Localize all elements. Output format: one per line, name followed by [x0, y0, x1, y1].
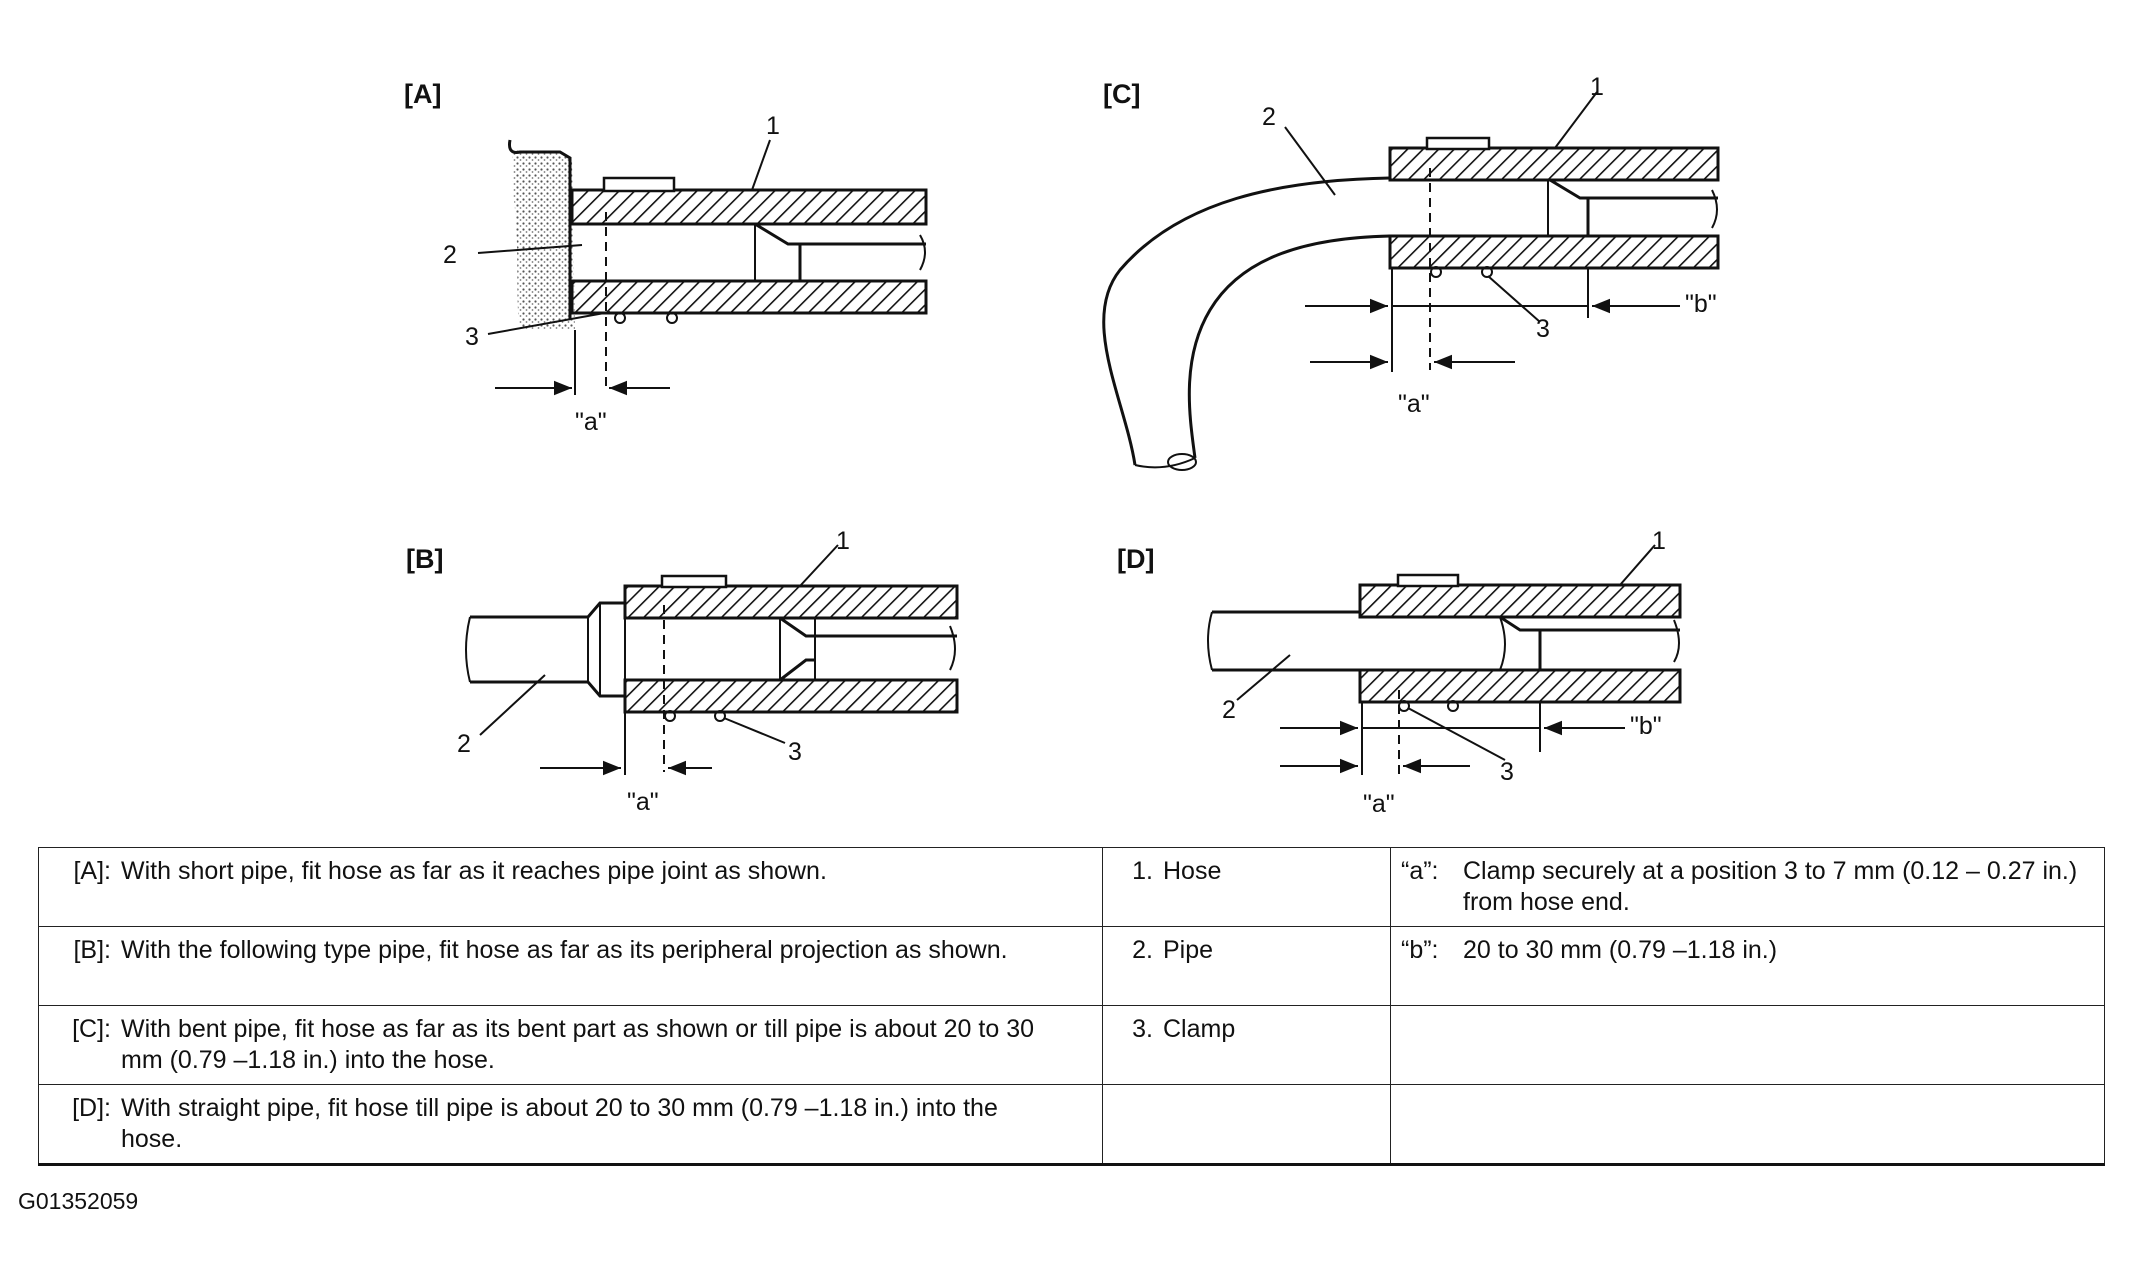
panel-b-callout-hose: 1	[836, 527, 850, 555]
legend-dim-cell	[1390, 1084, 2105, 1166]
legend-dim-cell	[1390, 1005, 2105, 1085]
panel-a-callout-pipe: 2	[443, 241, 457, 269]
legend-dim-key: “b”:	[1401, 936, 1439, 964]
legend-row: [A]: With short pipe, fit hose as far as …	[38, 847, 2105, 927]
panel-b-hose-bottom	[623, 678, 959, 714]
figure-code: G01352059	[18, 1188, 139, 1214]
panel-d-hose-bottom	[1358, 668, 1682, 704]
legend-panel-key: [A]:	[73, 857, 111, 885]
legend-panel-key: [D]:	[72, 1094, 111, 1122]
panel-a-label: [A]	[404, 79, 441, 109]
legend-panel-cell: [D]: With straight pipe, fit hose till pi…	[38, 1084, 1103, 1166]
legend-item-cell: 2. Pipe	[1102, 926, 1391, 1006]
panel-a-drawing: [A] 1 2 3 "a"	[404, 79, 928, 436]
panel-b-clamp-band	[660, 574, 728, 589]
panel-b-dim-a: "a"	[627, 788, 659, 816]
panel-c-dim-b: "b"	[1685, 290, 1717, 318]
panel-d-dim-b: "b"	[1630, 712, 1662, 740]
legend-panel-text: With bent pipe, fit hose as far as its b…	[121, 1015, 1035, 1074]
panel-c-label: [C]	[1103, 79, 1140, 109]
panel-b-callout-pipe: 2	[457, 730, 471, 758]
legend-panel-text: With the following type pipe, fit hose a…	[121, 936, 1008, 964]
legend-dim-cell: “b”: 20 to 30 mm (0.79 –1.18 in.)	[1390, 926, 2105, 1006]
panel-b-drawing: [B] 1 2 3 "a"	[406, 527, 959, 816]
legend-table: [A]: With short pipe, fit hose as far as …	[38, 847, 2105, 1166]
legend-panel-cell: [C]: With bent pipe, fit hose as far as i…	[38, 1005, 1103, 1085]
panel-c-drawing: [C] 1 2 3 "b" "a"	[1102, 73, 1720, 471]
legend-item-cell	[1102, 1084, 1391, 1166]
panel-a-clamp-band	[602, 176, 676, 193]
panel-d-label: [D]	[1117, 544, 1154, 574]
legend-item-name: Hose	[1163, 857, 1222, 885]
panel-c-callout-clamp: 3	[1536, 315, 1550, 343]
hose-fitting-diagram: [A] 1 2 3 "a" [C]	[404, 73, 1720, 818]
legend-item-number: 3.	[1132, 1015, 1153, 1043]
legend-item-name: Clamp	[1163, 1015, 1236, 1043]
legend-item-number: 2.	[1132, 936, 1153, 964]
panel-a-hose-bottom	[570, 279, 928, 315]
legend-item-cell: 3. Clamp	[1102, 1005, 1391, 1085]
legend-panel-text: With straight pipe, fit hose till pipe i…	[121, 1094, 998, 1153]
panel-a-callout-clamp: 3	[465, 323, 479, 351]
panel-d-callout-clamp: 3	[1500, 758, 1514, 786]
panel-d-drawing: [D] 1 2 3 "b" "a"	[1117, 527, 1682, 818]
panel-b-callout-clamp: 3	[788, 738, 802, 766]
panel-d-dim-a: "a"	[1363, 790, 1395, 818]
legend-row: [B]: With the following type pipe, fit ho…	[38, 926, 2105, 1006]
panel-c-clamp-band	[1425, 136, 1491, 151]
panel-d-clamp-band	[1396, 573, 1460, 588]
legend-dim-text: Clamp securely at a position 3 to 7 mm (…	[1463, 857, 2078, 916]
legend-panel-cell: [B]: With the following type pipe, fit ho…	[38, 926, 1103, 1006]
legend-panel-key: [C]:	[72, 1015, 111, 1043]
legend-item-number: 1.	[1132, 857, 1153, 885]
panel-c-hose-bottom	[1388, 234, 1720, 270]
legend-dim-text: 20 to 30 mm (0.79 –1.18 in.)	[1463, 936, 1778, 964]
legend-panel-cell: [A]: With short pipe, fit hose as far as …	[38, 847, 1103, 927]
legend-panel-text: With short pipe, fit hose as far as it r…	[121, 857, 827, 885]
pipe-joint-wall	[510, 140, 575, 330]
panel-a-callout-hose: 1	[766, 112, 780, 140]
panel-b-hose-top	[623, 584, 959, 620]
legend-item-cell: 1. Hose	[1102, 847, 1391, 927]
panel-c-dim-a: "a"	[1398, 390, 1430, 418]
panel-d-callout-hose: 1	[1652, 527, 1666, 555]
panel-c-callout-pipe: 2	[1262, 103, 1276, 131]
legend-dim-cell: “a”: Clamp securely at a position 3 to 7 …	[1390, 847, 2105, 927]
panel-a-dim-a: "a"	[575, 408, 607, 436]
legend-item-name: Pipe	[1163, 936, 1214, 964]
panel-d-callout-pipe: 2	[1222, 696, 1236, 724]
panel-c-callout-hose: 1	[1590, 73, 1604, 101]
legend-row: [D]: With straight pipe, fit hose till pi…	[38, 1084, 2105, 1166]
panel-c-hose-top	[1388, 146, 1720, 182]
legend-dim-key: “a”:	[1401, 857, 1439, 885]
panel-d-hose-top	[1358, 583, 1682, 619]
panel-a-hose-top	[570, 188, 928, 226]
legend-row: [C]: With bent pipe, fit hose as far as i…	[38, 1005, 2105, 1085]
panel-b-label: [B]	[406, 544, 443, 574]
legend-panel-key: [B]:	[73, 936, 111, 964]
